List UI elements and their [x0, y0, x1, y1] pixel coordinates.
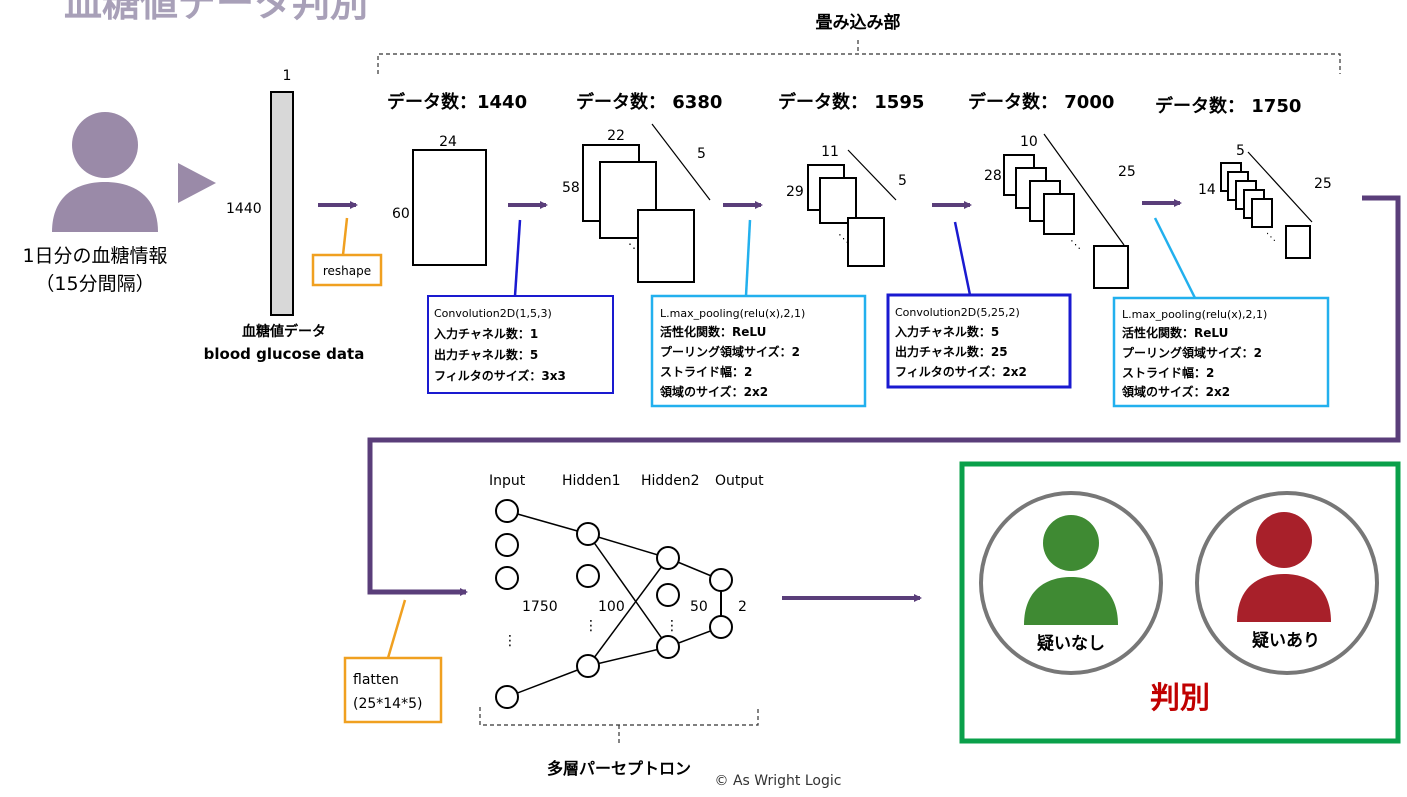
conv2-line-4: フィルタのサイズ：2x2 — [895, 364, 1027, 379]
suspicion-label: 疑いあり — [1252, 631, 1320, 651]
conv-section-bracket — [377, 53, 1341, 74]
tensor-2-stack: ⋱ — [582, 123, 711, 283]
pool2-line-1: L.max_pooling(relu(x),2,1) — [1122, 308, 1267, 321]
tensor-3-width: 11 — [821, 144, 839, 160]
pool2-connector — [1153, 217, 1197, 299]
mlp-size-output: 2 — [738, 599, 747, 615]
mlp-label: 多層パーセプトロン — [547, 759, 691, 778]
bar-caption-line2: blood glucose data — [204, 345, 365, 363]
tensor-4-width: 10 — [1020, 134, 1038, 150]
mlp-layer-hidden2: Hidden2 — [641, 473, 700, 489]
data-count-2: データ数： 6380 — [576, 91, 722, 113]
person-caption-line1: 1日分の血糖情報 — [22, 245, 167, 267]
svg-text:⋱: ⋱ — [1070, 238, 1081, 251]
svg-text:⋮: ⋮ — [665, 618, 679, 634]
flatten-line1: flatten — [353, 672, 399, 688]
pool2-line-3: プーリング領域サイズ：2 — [1122, 345, 1262, 360]
tensor-2-depth: 5 — [697, 146, 706, 162]
data-count-1: データ数：1440 — [387, 91, 527, 113]
pool2-info-box: L.max_pooling(relu(x),2,1) 活性化関数：ReLU プー… — [1112, 296, 1330, 408]
conv1-connector — [513, 219, 522, 297]
person-caption-line2: （15分間隔） — [35, 273, 154, 295]
reshape-connector — [341, 217, 349, 256]
data-count-5: データ数： 1750 — [1155, 95, 1301, 117]
mlp-bracket — [479, 707, 759, 726]
mlp-size-hidden2: 50 — [690, 599, 708, 615]
mlp-size-hidden1: 100 — [598, 599, 625, 615]
tensor-1 — [412, 149, 487, 266]
svg-text:⋱: ⋱ — [628, 241, 640, 255]
tensor-1-height: 60 — [392, 206, 410, 222]
conv2-connector — [953, 221, 972, 296]
pool1-line-4: ストライド幅：2 — [660, 364, 752, 379]
svg-text:⋮: ⋮ — [503, 633, 517, 649]
tensor-1-width: 24 — [439, 134, 457, 150]
pool1-connector — [744, 219, 752, 297]
pool1-line-2: 活性化関数：ReLU — [660, 324, 766, 339]
conv1-line-1: Convolution2D(1,5,3) — [434, 307, 552, 320]
svg-text:⋱: ⋱ — [1266, 232, 1276, 243]
conv-section-label: 畳み込み部 — [816, 12, 901, 33]
copyright: © As Wright Logic — [715, 773, 842, 789]
reshape-box — [311, 253, 383, 287]
mlp-layer-input: Input — [489, 473, 526, 489]
bar-caption-line1: 血糖値データ — [242, 323, 326, 340]
conv1-line-3: 出力チャネル数：5 — [434, 347, 538, 362]
conv2-line-2: 入力チャネル数：5 — [895, 324, 999, 339]
flatten-line2: (25*14*5) — [353, 696, 422, 712]
tensor-4-stack: ⋱ — [1003, 133, 1129, 289]
tensor-4-depth: 25 — [1118, 164, 1136, 180]
person-icon-input — [52, 112, 158, 232]
tensor-2-height: 58 — [562, 180, 580, 196]
play-triangle-icon — [178, 163, 216, 203]
person-icon-green — [1024, 515, 1118, 625]
tensor-4-height: 28 — [984, 168, 1002, 184]
pool1-line-3: プーリング領域サイズ：2 — [660, 344, 800, 359]
person-icon-red — [1237, 512, 1331, 622]
flatten-connector — [386, 599, 407, 659]
data-count-3: データ数： 1595 — [778, 91, 924, 113]
verdict-label: 判別 — [1150, 681, 1210, 716]
tensor-5-stack: ⋱ — [1220, 151, 1313, 259]
flatten-box — [343, 656, 443, 724]
glucose-data-bar — [270, 91, 294, 316]
conv1-info-box: Convolution2D(1,5,3) 入力チャネル数：1 出力チャネル数：5… — [427, 295, 614, 394]
pool1-line-1: L.max_pooling(relu(x),2,1) — [660, 307, 805, 320]
pool1-line-5: 領域のサイズ：2x2 — [659, 384, 768, 399]
pool2-line-4: ストライド幅：2 — [1122, 365, 1214, 380]
mlp-layer-output: Output — [715, 473, 764, 489]
mlp-layer-hidden1: Hidden1 — [562, 473, 621, 489]
conv2-line-1: Convolution2D(5,25,2) — [895, 306, 1020, 319]
pool2-line-5: 領域のサイズ：2x2 — [1121, 384, 1230, 399]
mlp-size-input: 1750 — [522, 599, 558, 615]
pool1-info-box: L.max_pooling(relu(x),2,1) 活性化関数：ReLU プー… — [650, 294, 867, 408]
tensor-2-width: 22 — [607, 128, 625, 144]
conv1-line-4: フィルタのサイズ：3x3 — [434, 368, 566, 383]
no-suspicion-label: 疑いなし — [1037, 634, 1105, 654]
pool2-line-2: 活性化関数：ReLU — [1122, 325, 1228, 340]
tensor-3-height: 29 — [786, 184, 804, 200]
conv1-line-2: 入力チャネル数：1 — [434, 326, 538, 341]
conv2-line-3: 出力チャネル数：25 — [895, 344, 1008, 359]
svg-text:⋱: ⋱ — [838, 232, 849, 245]
conv2-info-box: Convolution2D(5,25,2) 入力チャネル数：5 出力チャネル数：… — [886, 293, 1072, 389]
tensor-5-height: 14 — [1198, 182, 1216, 198]
flatten-wrap-arrow — [367, 195, 1401, 596]
bar-side-label: 1440 — [226, 201, 262, 217]
data-count-4: データ数： 7000 — [968, 91, 1114, 113]
tensor-5-width: 5 — [1236, 143, 1245, 159]
mlp-network: ⋮ ⋮ ⋮ — [495, 499, 733, 709]
tensor-3-depth: 5 — [898, 173, 907, 189]
page-title: 血糖値データ判別 — [64, 0, 368, 25]
reshape-label: reshape — [323, 264, 371, 278]
svg-text:⋮: ⋮ — [584, 618, 598, 634]
tensor-3-stack: ⋱ — [807, 149, 897, 267]
bar-top-label: 1 — [283, 68, 292, 84]
tensor-5-depth: 25 — [1314, 176, 1332, 192]
